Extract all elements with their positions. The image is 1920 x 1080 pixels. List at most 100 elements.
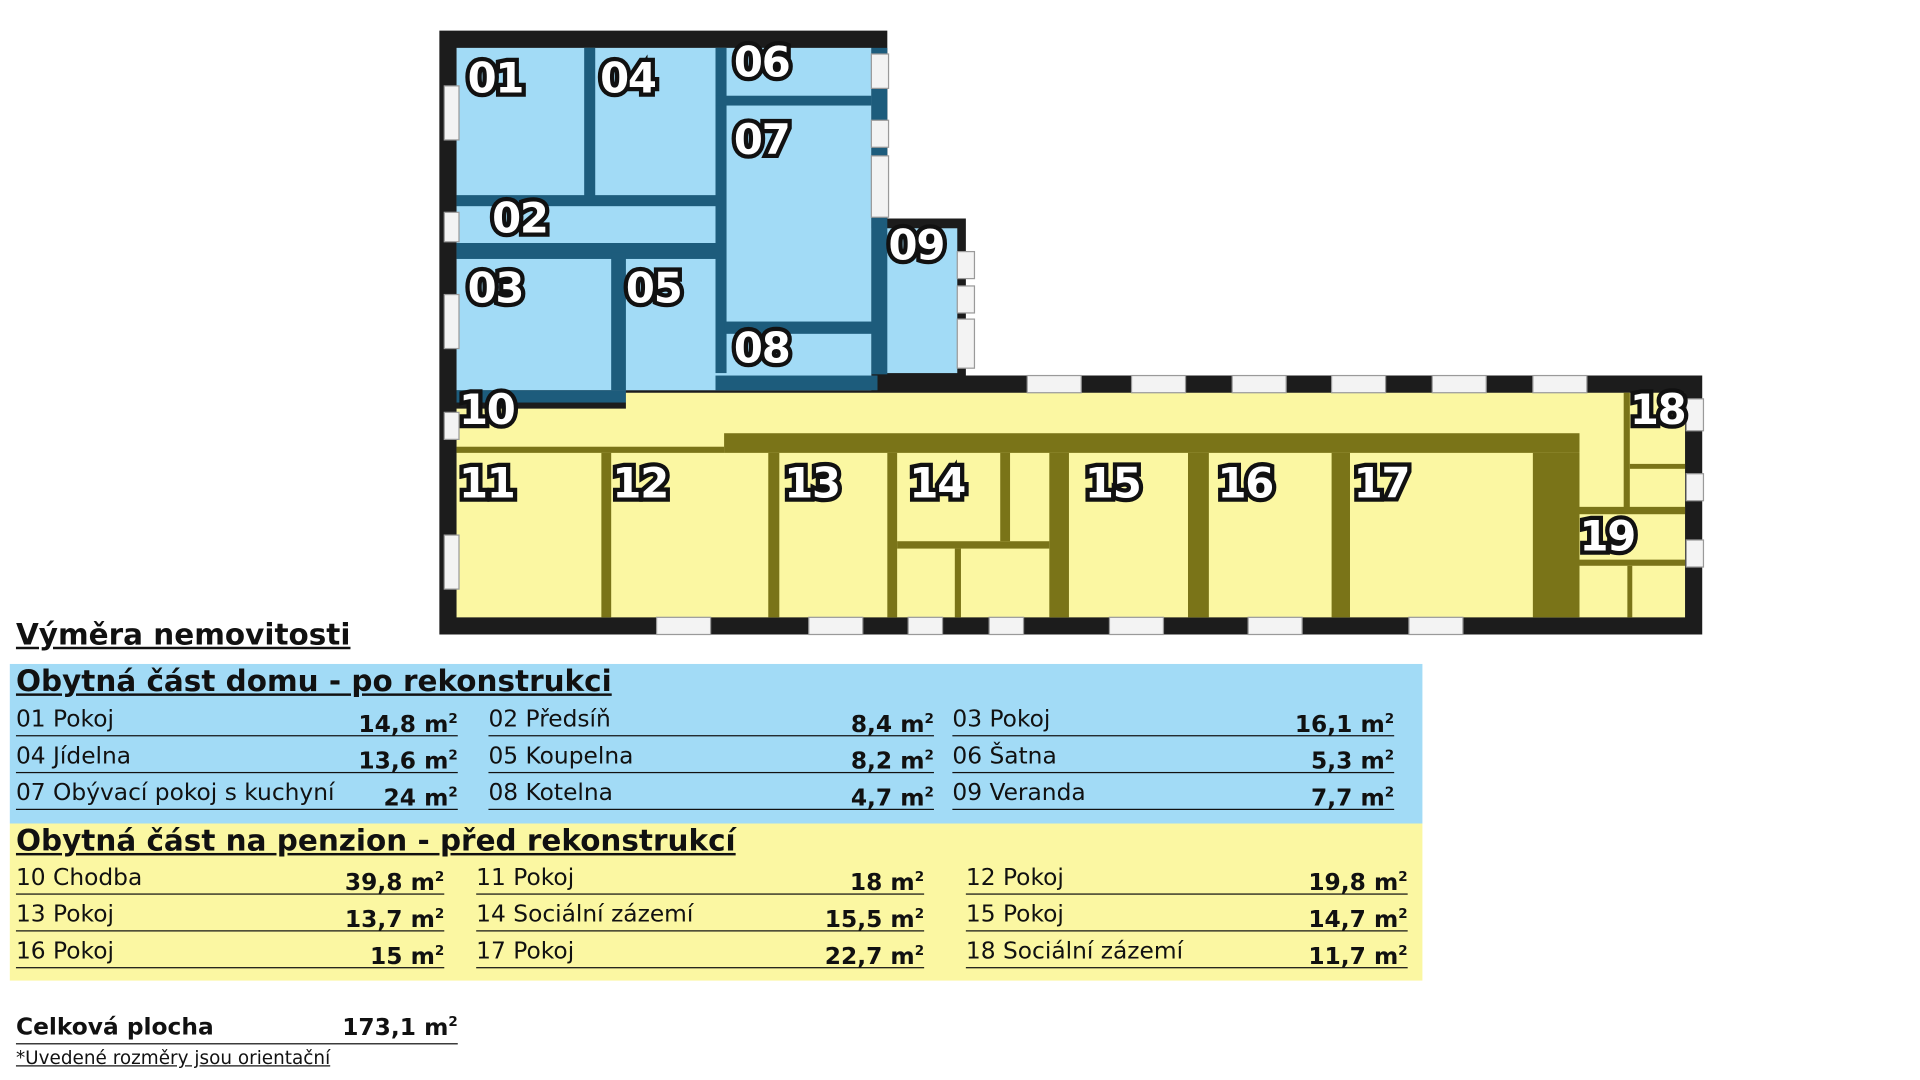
room-number-02: 02 — [492, 193, 548, 242]
area-entry: 12 Pokoj 19,8 m2 — [965, 864, 1408, 897]
window-frame — [1408, 616, 1464, 636]
room-name: 11 Pokoj — [476, 864, 575, 891]
area-entry: 01 Pokoj 14,8 m2 — [15, 705, 458, 738]
room-number-11: 11 — [459, 459, 515, 508]
room-name: 08 Kotelna — [488, 779, 613, 807]
room-name: 05 Koupelna — [488, 742, 634, 770]
room-name: 16 Pokoj — [15, 937, 114, 965]
window-frame — [1231, 374, 1287, 394]
window-frame — [956, 285, 976, 314]
room-name: 18 Sociální zázemí — [965, 937, 1184, 965]
window-frame — [1685, 473, 1705, 502]
area-entry: 06 Šatna 5,3 m2 — [952, 742, 1395, 775]
room-area: 14,7 m2 — [1308, 905, 1408, 934]
room-number-13: 13 — [784, 459, 840, 508]
area-entry: 15 Pokoj 14,7 m2 — [965, 900, 1408, 934]
room-name: 07 Obývací pokoj s kuchyní — [15, 779, 335, 807]
section-title: Obytná část domu - po rekonstrukci — [15, 663, 612, 699]
room-number-19: 19 — [1580, 511, 1636, 560]
room-number-17: 17 — [1354, 459, 1410, 508]
area-entry: 17 Pokoj 22,7 m2 — [476, 937, 925, 970]
window-frame — [443, 534, 460, 590]
window-frame — [1330, 374, 1387, 394]
room-area: 19,8 m2 — [1308, 868, 1408, 897]
room-area: 13,6 m2 — [358, 747, 458, 775]
window-frame — [1247, 616, 1303, 636]
room-name: 12 Pokoj — [965, 864, 1064, 891]
window-frame — [1532, 374, 1588, 394]
area-entry: 09 Veranda 7,7 m2 — [952, 779, 1395, 812]
window-frame — [655, 616, 712, 636]
window-frame — [870, 155, 890, 218]
window-frame — [443, 411, 460, 440]
room-number-10: 10 — [459, 385, 515, 434]
room-name: 06 Šatna — [952, 742, 1057, 770]
window-frame — [956, 250, 976, 280]
window-frame — [1685, 539, 1705, 568]
room-area: 39,8 m2 — [344, 868, 445, 897]
window-frame — [870, 119, 890, 148]
section-guesthouse: Obytná část na penzion - před rekonstruk… — [9, 823, 1423, 981]
area-entry: 05 Koupelna 8,2 m2 — [488, 742, 934, 775]
room-number-06: 06 — [734, 38, 790, 87]
room-number-16: 16 — [1217, 459, 1273, 508]
window-frame — [443, 211, 460, 243]
room-area: 16,1 m2 — [1294, 710, 1395, 738]
room-area: 4,7 m2 — [850, 784, 934, 812]
room-name: 17 Pokoj — [476, 937, 575, 965]
window-frame — [1685, 398, 1705, 432]
window-frame — [907, 616, 944, 636]
windows — [443, 53, 1705, 636]
room-area: 18 m2 — [849, 868, 925, 897]
window-frame — [1026, 374, 1082, 394]
area-entry: 16 Pokoj 15 m2 — [15, 937, 445, 970]
room-number-03: 03 — [468, 263, 524, 312]
room-area: 13,7 m2 — [344, 905, 445, 934]
disclaimer-note: *Uvedené rozměry jsou orientační — [15, 1046, 331, 1069]
window-frame — [443, 293, 460, 350]
window-frame — [956, 318, 976, 369]
total-area: Celková plocha 173,1 m2 — [15, 1013, 458, 1045]
room-number-04: 04 — [600, 54, 656, 103]
room-area: 24 m2 — [383, 784, 458, 812]
window-frame — [1108, 616, 1165, 636]
area-entry: 11 Pokoj 18 m2 — [476, 864, 925, 897]
room-number-15: 15 — [1085, 459, 1141, 508]
room-name: 14 Sociální zázemí — [476, 900, 694, 928]
room-area: 5,3 m2 — [1311, 747, 1395, 775]
section-title: Obytná část na penzion - před rekonstruk… — [15, 823, 736, 858]
room-name: 09 Veranda — [952, 779, 1086, 807]
room-area: 14,8 m2 — [358, 710, 458, 738]
room-name: 01 Pokoj — [15, 705, 114, 733]
area-entry: 14 Sociální zázemí 15,5 m2 — [476, 900, 925, 934]
section-residential: Obytná část domu - po rekonstrukci 01 Po… — [9, 663, 1423, 824]
window-frame — [808, 616, 864, 636]
room-name: 13 Pokoj — [15, 900, 114, 928]
area-heading: Výměra nemovitosti — [15, 617, 351, 652]
area-entry: 08 Kotelna 4,7 m2 — [488, 779, 934, 812]
room-number-12: 12 — [612, 459, 668, 508]
room-name: 15 Pokoj — [965, 900, 1064, 928]
room-area: 8,2 m2 — [850, 747, 934, 775]
room-number-08: 08 — [734, 324, 790, 373]
room-number-09: 09 — [889, 220, 945, 269]
room-area: 8,4 m2 — [850, 710, 934, 738]
window-frame — [988, 616, 1025, 636]
room-number-05: 05 — [626, 263, 682, 312]
room-area: 22,7 m2 — [824, 942, 925, 970]
room-number-14: 14 — [909, 459, 965, 508]
room-area: 15,5 m2 — [824, 905, 925, 934]
room-number-07: 07 — [734, 115, 790, 164]
room-area: 15 m2 — [370, 942, 445, 970]
window-frame — [1431, 374, 1487, 394]
room-number-01: 01 — [468, 54, 524, 103]
total-label: Celková plocha — [15, 1013, 214, 1041]
room-area: 7,7 m2 — [1311, 784, 1395, 812]
